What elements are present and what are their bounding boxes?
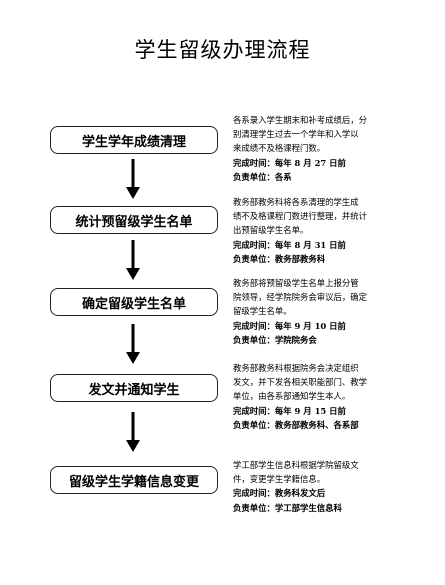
completion-time-label: 完成时间： <box>233 488 275 499</box>
step-note-confirm-list: 教务部将预留级学生名单上报分管 院领导，经学院院务会审议后，确定 留级学生名单。… <box>233 276 423 347</box>
completion-time: 完成时间：每年 9 月 15 日前 <box>233 404 423 418</box>
responsible-unit: 负责单位：教务部教务科 <box>233 252 423 266</box>
responsible-unit-value: 教务部教务科 <box>274 253 326 264</box>
completion-time-value: 每年 9 月 15 日前 <box>274 405 346 416</box>
page-title: 学生留级办理流程 <box>134 38 311 62</box>
note-line: 件，变更学生学籍信息。 <box>233 474 326 485</box>
step-box-confirm-list: 确定留级学生名单 <box>50 288 218 316</box>
note-line: 留级学生名单。 <box>233 306 292 317</box>
responsible-unit-value: 学院院务会 <box>274 334 317 345</box>
responsible-unit-label: 负责单位： <box>233 502 275 513</box>
completion-time: 完成时间：教务科发文后 <box>233 486 423 500</box>
responsible-unit-value: 各系 <box>274 171 292 182</box>
note-line: 绩不及格课程门数进行整理，并统计 <box>233 211 367 222</box>
responsible-unit-label: 负责单位： <box>233 171 275 182</box>
step-note-preliminary-list: 教务部教务科将各系清理的学生成 绩不及格课程门数进行整理，并统计 出预留级学生名… <box>233 195 423 266</box>
responsible-unit-label: 负责单位： <box>233 334 275 345</box>
step-note-grade-review: 各系录入学生期末和补考成绩后，分 别清理学生过去一个学年和入学以 来成绩不及格课… <box>233 113 423 184</box>
note-line: 单位，由各系部通知学生本人。 <box>233 391 351 402</box>
completion-time-label: 完成时间： <box>233 157 275 168</box>
note-line: 教务部将预留级学生名单上报分管 <box>233 278 359 288</box>
note-line: 来成绩不及格课程门数。 <box>233 143 326 154</box>
responsible-unit: 负责单位：学院院务会 <box>233 333 423 347</box>
completion-time: 完成时间：每年 8 月 27 日前 <box>233 156 423 170</box>
completion-time: 完成时间：每年 9 月 10 日前 <box>233 319 423 333</box>
step-note-notify-students: 教务部教务科根据院务会决定组织 发文，并下发各相关职能部门、教学 单位，由各系部… <box>233 361 423 432</box>
note-line: 别清理学生过去一个学年和入学以 <box>233 129 359 140</box>
note-line: 发文，并下发各相关职能部门、教学 <box>233 377 367 388</box>
down-arrow-icon <box>126 412 140 452</box>
responsible-unit-value: 学工部学生信息科 <box>274 502 342 513</box>
down-arrow-icon <box>126 159 140 199</box>
note-line: 学工部学生信息科根据学院留级文 <box>233 460 359 470</box>
completion-time-value: 每年 8 月 31 日前 <box>274 239 346 250</box>
note-line: 教务部教务科根据院务会决定组织 <box>233 363 359 373</box>
completion-time-label: 完成时间： <box>233 320 275 331</box>
step-box-grade-review: 学生学年成绩清理 <box>50 126 218 154</box>
completion-time-label: 完成时间： <box>233 405 275 416</box>
step-box-notify-students: 发文并通知学生 <box>50 374 218 402</box>
step-box-preliminary-list: 统计预留级学生名单 <box>50 206 218 234</box>
note-line: 出预留级学生名单。 <box>233 225 309 236</box>
note-line: 各系录入学生期末和补考成绩后，分 <box>233 115 367 125</box>
down-arrow-icon <box>126 324 140 364</box>
responsible-unit: 负责单位：各系 <box>233 170 423 184</box>
completion-time-value: 每年 8 月 27 日前 <box>274 157 346 168</box>
responsible-unit-label: 负责单位： <box>233 253 275 264</box>
note-line: 院领导，经学院院务会审议后，确定 <box>233 292 367 303</box>
completion-time: 完成时间：每年 8 月 31 日前 <box>233 238 423 252</box>
completion-time-value: 教务科发文后 <box>274 488 326 499</box>
responsible-unit-value: 教务部教务科、各系部 <box>274 419 359 430</box>
responsible-unit: 负责单位：教务部教务科、各系部 <box>233 418 423 432</box>
down-arrow-icon <box>126 240 140 280</box>
note-line: 教务部教务科将各系清理的学生成 <box>233 197 359 207</box>
step-box-status-change: 留级学生学籍信息变更 <box>50 466 218 494</box>
responsible-unit-label: 负责单位： <box>233 419 275 430</box>
step-note-status-change: 学工部学生信息科根据学院留级文 件，变更学生学籍信息。 完成时间：教务科发文后 … <box>233 458 423 515</box>
responsible-unit: 负责单位：学工部学生信息科 <box>233 501 423 515</box>
completion-time-label: 完成时间： <box>233 239 275 250</box>
completion-time-value: 每年 9 月 10 日前 <box>274 320 346 331</box>
